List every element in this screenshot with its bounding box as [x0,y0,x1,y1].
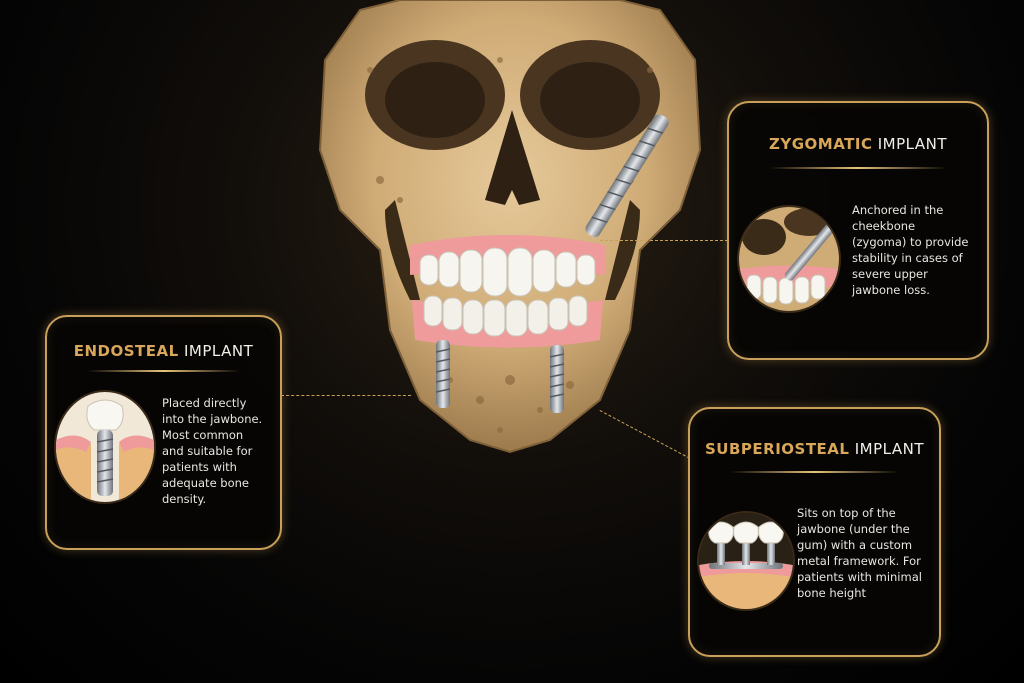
subperiosteal-title: SUBPERIOSTEAL IMPLANT [690,440,939,458]
endosteal-title-rest: IMPLANT [178,342,254,360]
zygomatic-card: ZYGOMATIC IMPLANT Anchored in the cheekb… [727,101,989,360]
endosteal-card: ENDOSTEAL IMPLANT Placed directly into t… [45,315,282,550]
endosteal-divider [87,370,240,372]
skull-svg [318,0,702,454]
lower-right-implant [549,345,565,413]
zygomatic-title: ZYGOMATIC IMPLANT [729,135,987,153]
skull-illustration [300,0,720,470]
subperiosteal-title-rest: IMPLANT [849,440,925,458]
lower-teeth [423,295,588,337]
connector-endosteal [281,395,411,396]
zygomatic-description: Anchored in the cheekbone (zygoma) to pr… [852,203,969,297]
subperiosteal-divider [730,471,899,473]
endosteal-thumbnail [54,390,156,504]
zygomatic-implant [585,114,669,237]
nasal-cavity [485,110,540,205]
zygomatic-title-rest: IMPLANT [872,135,948,153]
endosteal-title-highlight: ENDOSTEAL [73,342,179,360]
zygomatic-title-highlight: ZYGOMATIC [768,135,873,153]
subperiosteal-description: Sits on top of the jawbone (under the gu… [797,506,922,600]
endosteal-description: Placed directly into the jawbone. Most c… [162,396,263,506]
zygomatic-thumbnail [737,205,841,313]
upper-teeth [419,247,596,297]
endosteal-title: ENDOSTEAL IMPLANT [47,342,280,360]
subperiosteal-title-highlight: SUBPERIOSTEAL [704,440,850,458]
lower-left-implant [435,340,451,408]
connector-zygomatic [600,240,728,241]
subperiosteal-card: SUBPERIOSTEAL IMPLANT Sits on top of the… [688,407,941,657]
subperiosteal-thumbnail [697,511,795,611]
zygomatic-divider [769,167,947,169]
